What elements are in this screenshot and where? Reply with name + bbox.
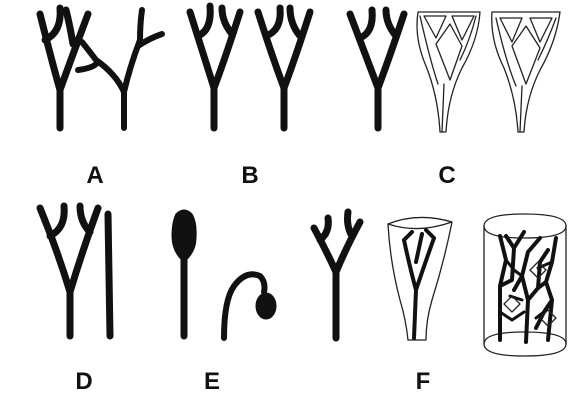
panel-c-drawing	[350, 10, 560, 132]
panel-e-nodding-sporangium	[224, 274, 276, 338]
panel-a-drawing	[40, 8, 162, 128]
panel-d-drawing	[40, 206, 110, 336]
panel-d-y-branch	[40, 206, 98, 336]
panel-b-drawing	[190, 6, 310, 128]
panel-a-curved-branch	[78, 10, 162, 128]
panel-f-cylinder-network	[500, 232, 556, 342]
panel-e-drawing	[172, 210, 276, 338]
panel-c-outline-branch-2	[492, 12, 560, 132]
panel-c-outline-branch-1	[417, 12, 480, 132]
panel-f-drawing	[314, 212, 566, 356]
panel-label-a: A	[86, 164, 103, 188]
panel-label-e: E	[204, 370, 220, 394]
panel-label-d: D	[75, 370, 92, 394]
panel-label-c: C	[438, 164, 455, 188]
panel-b-branch-right	[258, 8, 310, 128]
panel-label-b: B	[241, 164, 258, 188]
panel-b-branch-left	[190, 6, 240, 128]
panel-e-upright-sporangium	[172, 210, 196, 336]
panel-f-solid-branch	[314, 212, 360, 338]
panel-label-f: F	[416, 370, 431, 394]
panel-c-solid-branch	[350, 10, 404, 128]
panel-d-unbranched-stem	[108, 214, 110, 336]
panel-f-webbed-branch	[388, 217, 452, 340]
